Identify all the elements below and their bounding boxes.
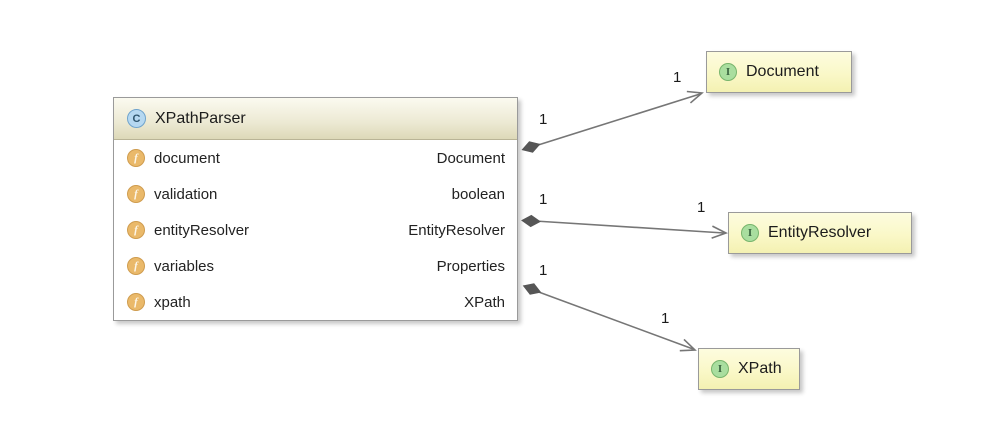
edge-xpathparser-document <box>521 90 704 153</box>
interface-name: Document <box>746 63 819 80</box>
field-row-validation[interactable]: f validation boolean <box>114 176 517 212</box>
field-icon: f <box>127 185 145 203</box>
field-type: boolean <box>451 185 505 203</box>
field-name: xpath <box>154 293 191 311</box>
multiplicity-label: 1 <box>539 262 548 279</box>
multiplicity-label: 1 <box>673 69 682 86</box>
class-name: XPathParser <box>155 109 246 127</box>
field-type: EntityResolver <box>408 221 505 239</box>
interface-node-xpath[interactable]: I XPath <box>698 348 800 390</box>
field-icon: f <box>127 257 145 275</box>
interface-icon: I <box>719 63 737 81</box>
interface-icon: I <box>741 224 759 242</box>
field-icon: f <box>127 149 145 167</box>
class-icon: C <box>127 109 146 128</box>
field-row-document[interactable]: f document Document <box>114 140 517 176</box>
interface-icon: I <box>711 360 729 378</box>
field-name: validation <box>154 185 218 203</box>
multiplicity-label: 1 <box>697 199 706 216</box>
field-icon: f <box>127 293 145 311</box>
field-row-variables[interactable]: f variables Properties <box>114 248 517 284</box>
field-name: variables <box>154 257 215 275</box>
edge-xpathparser-entityresolver <box>521 214 729 239</box>
class-node-xpathparser[interactable]: C XPathParser f document Document f vali… <box>113 97 518 321</box>
field-row-xpath[interactable]: f xpath XPath <box>114 284 517 320</box>
field-type: Properties <box>436 257 505 275</box>
field-type: XPath <box>464 293 505 311</box>
multiplicity-label: 1 <box>661 310 670 327</box>
field-name: document <box>154 149 220 167</box>
field-icon: f <box>127 221 145 239</box>
field-name: entityResolver <box>154 221 250 239</box>
class-node-header: C XPathParser <box>114 98 517 140</box>
field-row-entityresolver[interactable]: f entityResolver EntityResolver <box>114 212 517 248</box>
edge-xpathparser-xpath <box>522 283 697 352</box>
multiplicity-label: 1 <box>539 191 548 208</box>
interface-name: XPath <box>738 360 782 377</box>
interface-node-entityresolver[interactable]: I EntityResolver <box>728 212 912 254</box>
interface-node-document[interactable]: I Document <box>706 51 852 93</box>
multiplicity-label: 1 <box>539 111 548 128</box>
field-type: Document <box>436 149 505 167</box>
interface-name: EntityResolver <box>768 224 872 241</box>
